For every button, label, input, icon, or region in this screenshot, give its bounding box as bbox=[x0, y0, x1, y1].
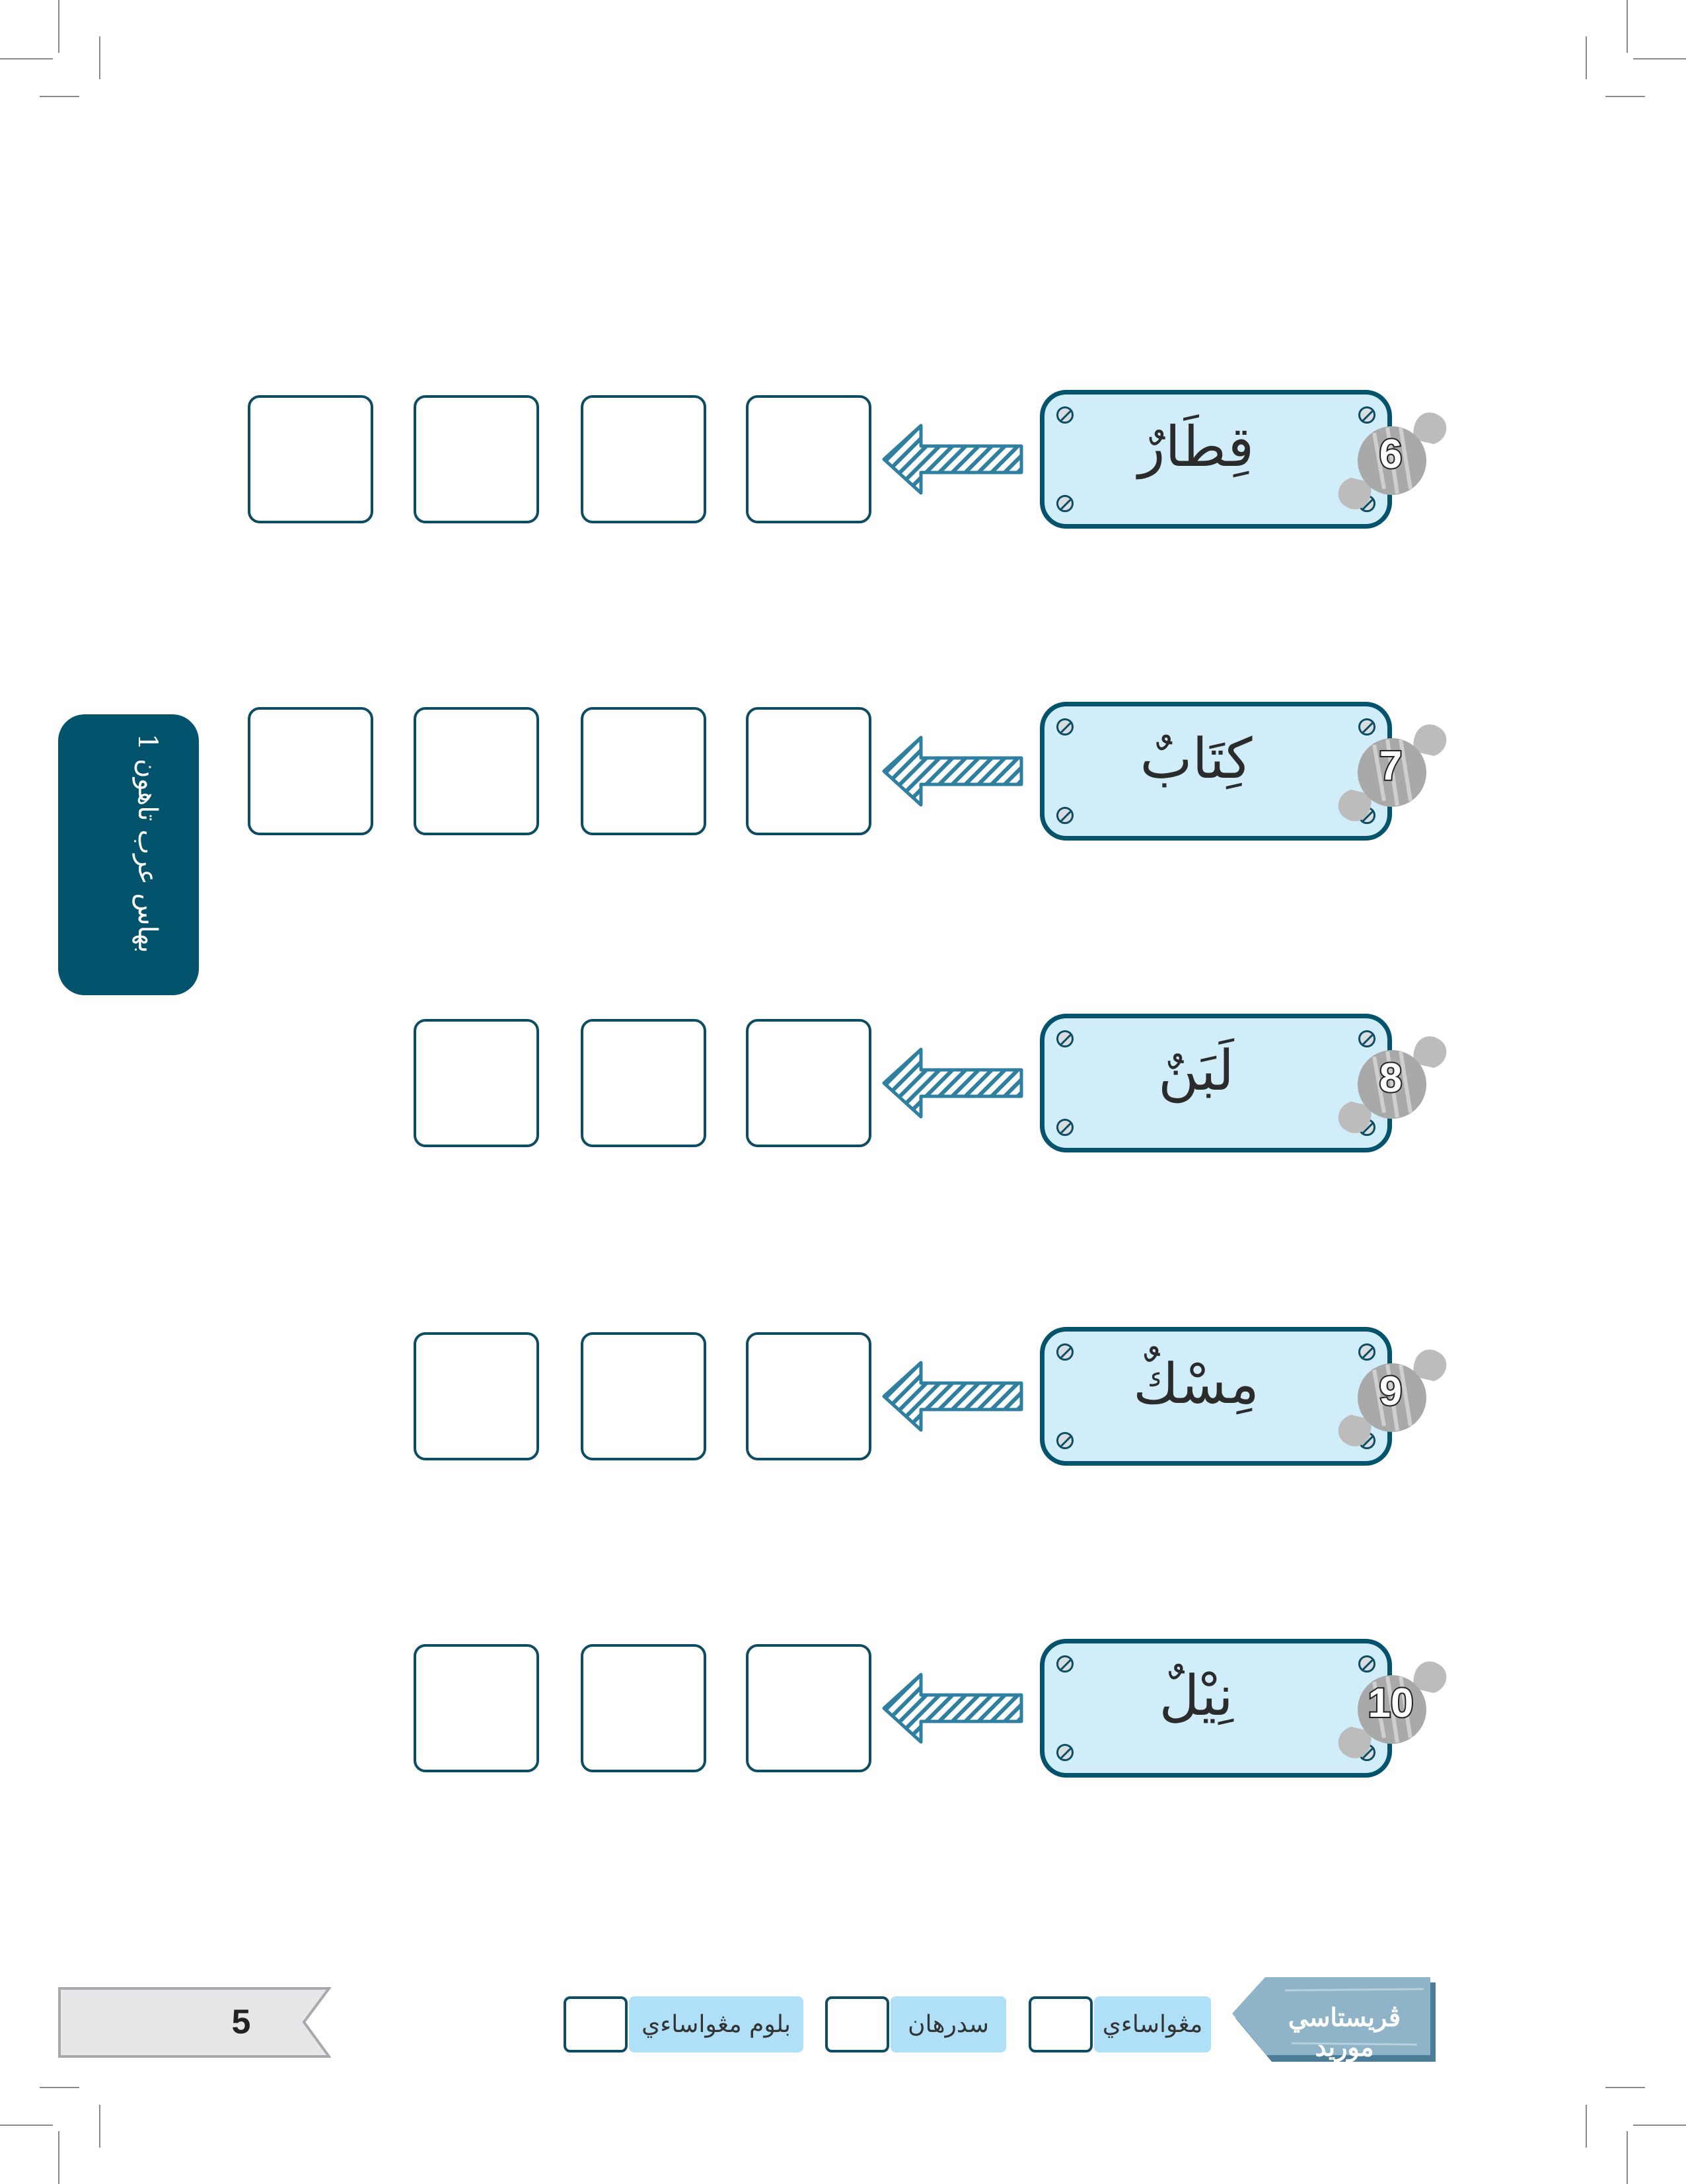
crop-mark bbox=[1633, 2125, 1686, 2126]
level-checkbox-not-mastered[interactable] bbox=[564, 1996, 628, 2052]
crop-mark bbox=[99, 2105, 100, 2148]
screw-icon bbox=[1056, 406, 1074, 424]
exercise-row: كِتَابٌ 7 bbox=[0, 702, 1686, 847]
arrow-left-icon bbox=[882, 1047, 1023, 1119]
answer-box[interactable] bbox=[414, 395, 539, 523]
side-tab bbox=[58, 714, 199, 995]
exercise-row: لَبَنٌ 8 bbox=[0, 1014, 1686, 1159]
screw-icon bbox=[1056, 495, 1074, 512]
screw-icon bbox=[1056, 1119, 1074, 1136]
crop-mark bbox=[0, 58, 53, 59]
page-number: 5 bbox=[231, 2003, 251, 2041]
screw-icon bbox=[1358, 1655, 1375, 1673]
answer-box[interactable] bbox=[581, 1332, 706, 1460]
screw-icon bbox=[1056, 1655, 1074, 1673]
crop-mark bbox=[1605, 96, 1645, 97]
arabic-word: قِطَارٌ bbox=[1138, 414, 1255, 479]
screw-icon bbox=[1056, 1030, 1074, 1047]
level-checkbox-mastered[interactable] bbox=[1029, 1996, 1093, 2052]
crop-mark bbox=[40, 2087, 79, 2088]
screw-icon bbox=[1056, 718, 1074, 735]
arrow-left-icon bbox=[882, 735, 1023, 807]
screw-icon bbox=[1056, 807, 1074, 824]
screw-icon bbox=[1056, 1744, 1074, 1761]
answer-box[interactable] bbox=[414, 707, 539, 835]
answer-box[interactable] bbox=[746, 707, 871, 835]
level-label-moderate: سدرهان bbox=[891, 1996, 1006, 2052]
arabic-word: نِيْلٌ bbox=[1159, 1663, 1233, 1728]
crop-mark bbox=[1627, 2131, 1628, 2184]
answer-box[interactable] bbox=[746, 1644, 871, 1772]
crop-mark bbox=[1586, 2105, 1587, 2148]
candy-icon bbox=[1338, 724, 1447, 821]
answer-box[interactable] bbox=[581, 395, 706, 523]
answer-box[interactable] bbox=[581, 707, 706, 835]
crop-mark bbox=[40, 96, 79, 97]
exercise-number: 8 bbox=[1378, 1054, 1403, 1102]
level-checkbox-moderate[interactable] bbox=[825, 1996, 889, 2052]
answer-box[interactable] bbox=[248, 395, 373, 523]
arrow-left-icon bbox=[882, 1673, 1023, 1744]
screw-icon bbox=[1358, 1343, 1375, 1361]
candy-icon bbox=[1338, 412, 1447, 509]
answer-box[interactable] bbox=[414, 1332, 539, 1460]
exercise-number: 6 bbox=[1378, 430, 1403, 478]
word-card: قِطَارٌ bbox=[1040, 390, 1392, 529]
exercise-row: قِطَارٌ 6 bbox=[0, 390, 1686, 535]
answer-box[interactable] bbox=[746, 395, 871, 523]
screw-icon bbox=[1056, 1343, 1074, 1361]
crop-mark bbox=[1605, 2087, 1645, 2088]
arabic-word: لَبَنٌ bbox=[1158, 1038, 1234, 1103]
answer-box[interactable] bbox=[581, 1644, 706, 1772]
exercise-number: 7 bbox=[1378, 742, 1403, 790]
screw-icon bbox=[1358, 1030, 1375, 1047]
candy-icon bbox=[1338, 1036, 1447, 1133]
exercise-number: 10 bbox=[1367, 1679, 1415, 1727]
candy-icon bbox=[1338, 1661, 1447, 1758]
answer-box[interactable] bbox=[746, 1019, 871, 1147]
candy-icon bbox=[1338, 1349, 1447, 1447]
answer-box[interactable] bbox=[414, 1019, 539, 1147]
arabic-word: مِسْكٌ bbox=[1133, 1351, 1259, 1416]
word-card: كِتَابٌ bbox=[1040, 702, 1392, 841]
exercise-row: نِيْلٌ 10 bbox=[0, 1639, 1686, 1784]
arrow-left-icon bbox=[882, 1361, 1023, 1432]
level-label-not-mastered: بلوم مڠواساءي bbox=[629, 1996, 803, 2052]
crop-mark bbox=[58, 2131, 59, 2184]
heading-sign-text: ڤريستاسي موريد bbox=[1288, 2002, 1401, 2062]
arrow-left-icon bbox=[882, 424, 1023, 495]
exercise-number: 9 bbox=[1378, 1367, 1403, 1415]
crop-mark bbox=[1627, 0, 1628, 53]
crop-mark bbox=[0, 2125, 53, 2126]
crop-mark bbox=[99, 36, 100, 79]
page-number-tab bbox=[58, 1987, 331, 2058]
screw-icon bbox=[1056, 1432, 1074, 1449]
arabic-word: كِتَابٌ bbox=[1140, 726, 1253, 791]
screw-icon bbox=[1358, 718, 1375, 735]
heading-sign bbox=[1232, 1977, 1436, 2062]
crop-mark bbox=[1633, 58, 1686, 59]
screw-icon bbox=[1358, 406, 1375, 424]
answer-box[interactable] bbox=[414, 1644, 539, 1772]
answer-box[interactable] bbox=[746, 1332, 871, 1460]
level-label-mastered: مڠواساءي bbox=[1094, 1996, 1211, 2052]
answer-box[interactable] bbox=[248, 707, 373, 835]
exercise-row: مِسْكٌ 9 bbox=[0, 1327, 1686, 1472]
answer-box[interactable] bbox=[581, 1019, 706, 1147]
crop-mark bbox=[58, 0, 59, 53]
crop-mark bbox=[1586, 36, 1587, 79]
